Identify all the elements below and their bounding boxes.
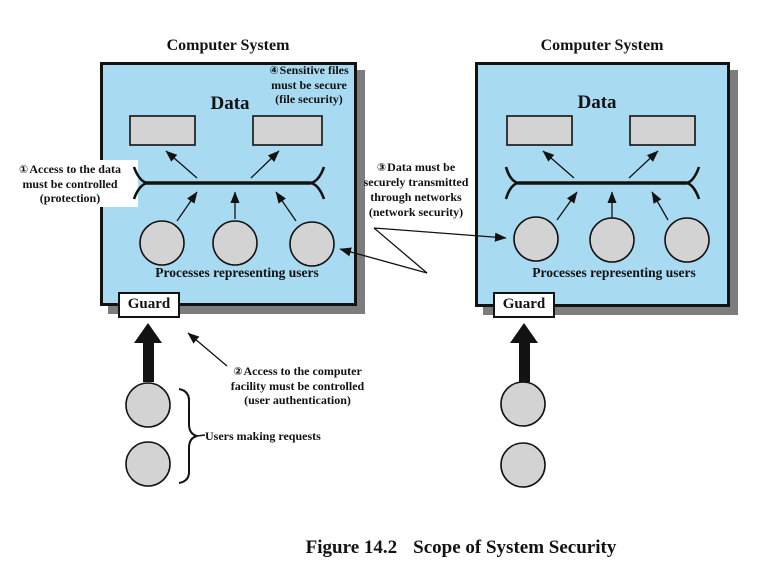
bus-fishtail-icon: [504, 166, 519, 200]
annotation-line: (protection): [39, 191, 101, 205]
annotation-line: ④Sensitive files: [269, 63, 349, 77]
arrow-process-to-bus: [556, 191, 578, 221]
network-arrow-left: [339, 227, 428, 274]
user-circle: [500, 381, 546, 427]
system-title-left: Computer System: [166, 37, 290, 54]
data-file-box: [129, 115, 196, 146]
data-file-box: [629, 115, 696, 146]
guard-box-left: Guard: [118, 292, 180, 318]
annotation-protection: ①Access to the data must be controlled (…: [2, 160, 138, 207]
guard-arrow-head-icon: [510, 323, 538, 343]
network-arrow-right: [373, 227, 507, 242]
brace-tick: [196, 434, 206, 437]
process-circle: [139, 220, 185, 266]
annotation-line: ①Access to the data: [19, 162, 121, 176]
arrow-bus-to-data: [628, 150, 659, 179]
annotation-line: ②Access to the computer: [233, 364, 362, 378]
processes-label-right: Processes representing users: [532, 265, 696, 280]
process-circle: [513, 216, 559, 262]
annotation-user-authentication: ②Access to the computer facility must be…: [226, 364, 369, 407]
figure-caption: Figure 14.2 Scope of System Security: [161, 537, 761, 559]
annotation-line: must be secure: [271, 78, 347, 92]
figure-title: Scope of System Security: [413, 537, 617, 558]
annotation-line: securely transmitted: [363, 175, 469, 189]
circled-1-icon: ①: [19, 163, 29, 176]
process-circle: [289, 221, 335, 267]
arrow-process-to-bus: [275, 191, 297, 222]
guard-arrow-shaft: [519, 341, 530, 382]
data-file-box: [252, 115, 323, 146]
process-circle: [589, 217, 635, 263]
users-brace-icon: [178, 388, 198, 484]
arrow-process-to-bus: [651, 191, 669, 221]
guard-arrow-shaft: [143, 341, 154, 382]
bus-fishtail-icon: [132, 166, 148, 200]
annotation-line: (file security): [275, 92, 343, 106]
arrow-bus-to-data: [165, 150, 198, 179]
annotation-line: (user authentication): [244, 393, 351, 407]
authentication-arrow: [187, 332, 228, 367]
annotation-line: (network security): [368, 205, 464, 219]
user-circle: [500, 442, 546, 488]
figure-number: Figure 14.2: [305, 537, 398, 558]
data-label-left: Data: [210, 93, 250, 114]
annotation-line: ③Data must be: [376, 160, 456, 174]
process-circle: [212, 220, 258, 266]
data-file-box: [506, 115, 573, 146]
annotation-file-security: ④Sensitive files must be secure (file se…: [248, 63, 370, 106]
circled-3-icon: ③: [376, 161, 387, 174]
annotation-network-security: ③Data must be securely transmitted throu…: [347, 160, 485, 220]
arrow-bus-to-data: [542, 150, 575, 179]
system-title-right: Computer System: [540, 37, 664, 54]
users-label: Users making requests: [205, 429, 321, 443]
bus-fishtail-icon: [310, 166, 326, 200]
annotation-line: must be controlled: [22, 177, 118, 191]
guard-arrow-head-icon: [134, 323, 162, 343]
user-circle: [125, 441, 171, 487]
arrow-bus-to-data: [250, 150, 280, 179]
arrow-process-to-bus: [176, 191, 198, 222]
user-circle: [125, 382, 171, 428]
process-circle: [664, 217, 710, 263]
circled-2-icon: ②: [233, 365, 243, 378]
processes-label-left: Processes representing users: [155, 265, 319, 280]
data-label-right: Data: [577, 92, 617, 113]
annotation-line: facility must be controlled: [230, 379, 365, 393]
annotation-line: through networks: [370, 190, 462, 204]
bus-fishtail-icon: [682, 166, 701, 200]
circled-4-icon: ④: [269, 64, 279, 77]
guard-box-right: Guard: [493, 292, 555, 318]
